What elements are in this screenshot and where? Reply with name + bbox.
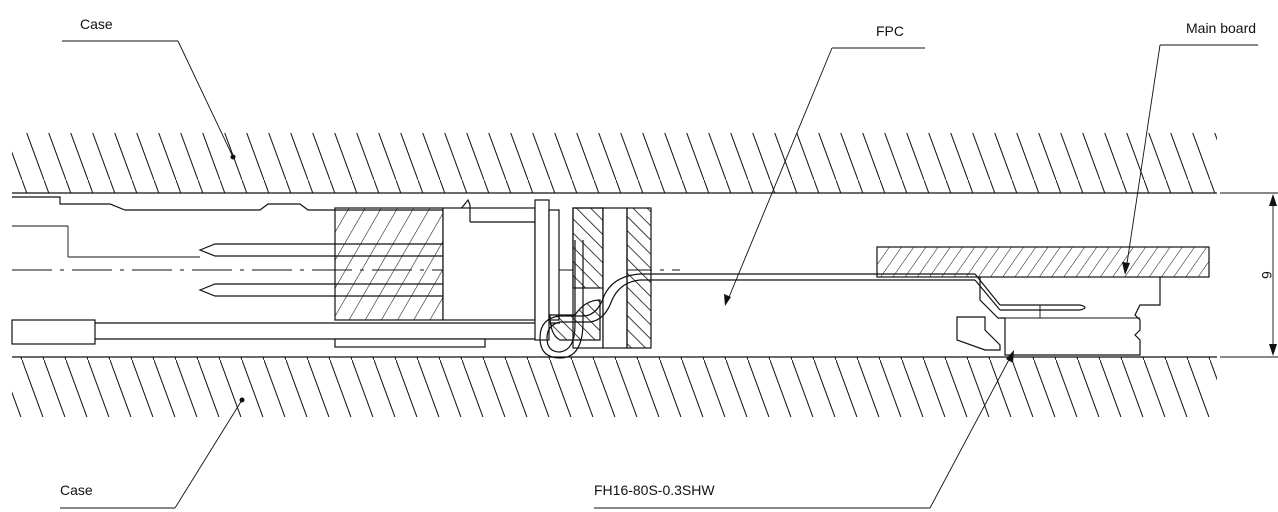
main-board-label: Main board	[1186, 20, 1256, 36]
leader-case-top: Case	[62, 16, 236, 160]
fpc-label: FPC	[876, 23, 904, 39]
leader-connector: FH16-80S-0.3SHW	[594, 350, 1014, 509]
dimension-6: 6	[1220, 192, 1278, 358]
leader-fpc: FPC	[724, 23, 925, 306]
leader-main-board: Main board	[1122, 20, 1258, 275]
connector-housing-left	[549, 207, 652, 349]
case-top	[12, 133, 1217, 194]
case-top-label: Case	[80, 16, 113, 32]
fh16-connector	[956, 277, 1161, 356]
dimension-label: 6	[1259, 271, 1275, 279]
connector-label: FH16-80S-0.3SHW	[594, 482, 715, 498]
case-bottom-label: Case	[60, 482, 93, 498]
leader-case-bottom: Case	[60, 397, 245, 509]
case-bottom	[12, 356, 1217, 417]
main-board	[876, 246, 1210, 278]
left-module	[11, 196, 680, 348]
